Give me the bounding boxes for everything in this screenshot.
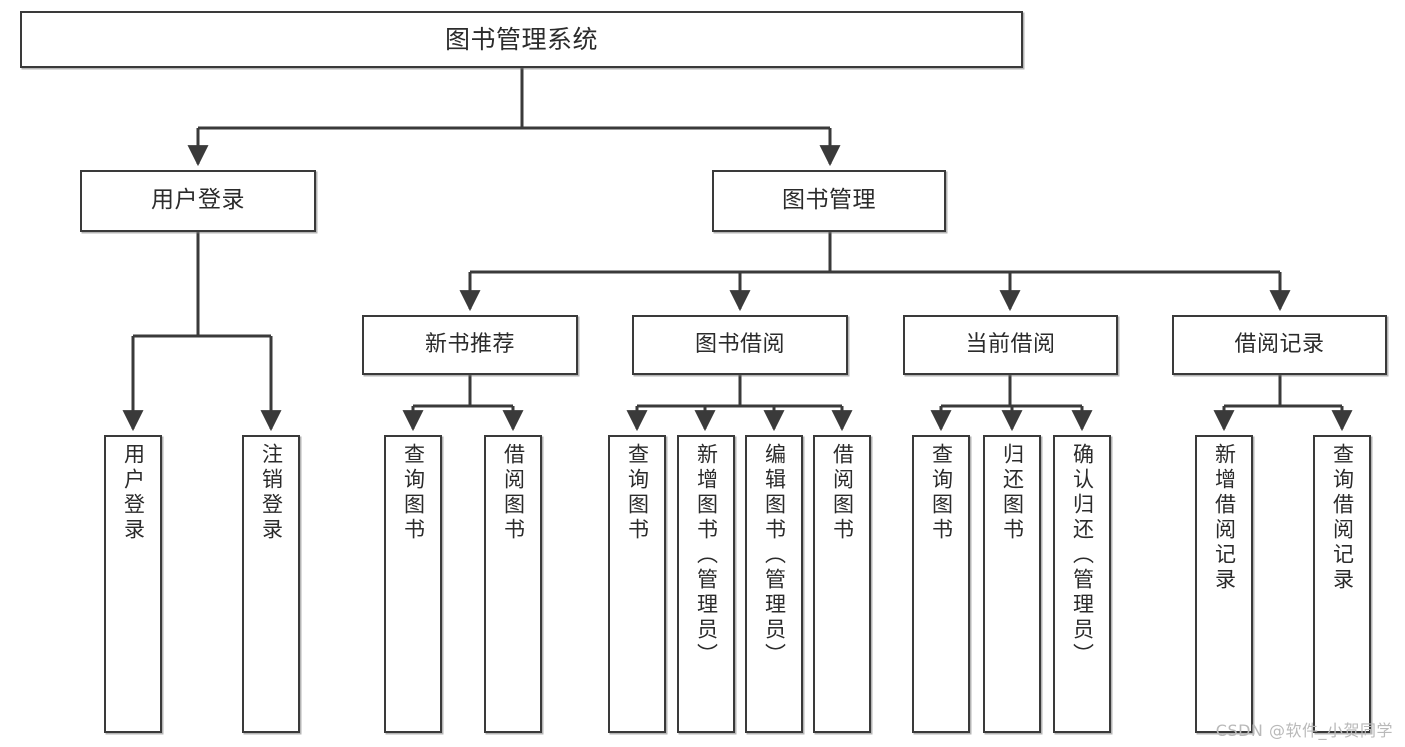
leaf-borrow-record-add-label: 新增借阅记录 xyxy=(1212,443,1237,593)
leaf-user-login-logout[interactable]: 注销登录 xyxy=(242,435,300,733)
leaf-book-borrow-query[interactable]: 查询图书 xyxy=(608,435,666,733)
leaf-new-book-query[interactable]: 查询图书 xyxy=(384,435,442,733)
leaf-book-borrow-edit[interactable]: 编辑图书（管理员） xyxy=(745,435,803,733)
leaf-user-login-login[interactable]: 用户登录 xyxy=(104,435,162,733)
leaf-book-borrow-add-label: 新增图书（管理员） xyxy=(694,443,719,668)
leaf-borrow-record-query-label: 查询借阅记录 xyxy=(1330,443,1355,593)
node-borrow-record[interactable]: 借阅记录 xyxy=(1172,315,1387,375)
node-root-label: 图书管理系统 xyxy=(444,24,598,54)
leaf-user-login-logout-label: 注销登录 xyxy=(259,443,284,543)
csdn-watermark: CSDN @软件_小贺同学 xyxy=(1215,721,1393,740)
leaf-borrow-record-query[interactable]: 查询借阅记录 xyxy=(1313,435,1371,733)
leaf-borrow-record-add[interactable]: 新增借阅记录 xyxy=(1195,435,1253,733)
node-book-borrow[interactable]: 图书借阅 xyxy=(632,315,848,375)
node-book-management[interactable]: 图书管理 xyxy=(712,170,946,232)
leaf-new-book-query-label: 查询图书 xyxy=(401,443,426,543)
leaf-book-borrow-edit-label: 编辑图书（管理员） xyxy=(762,443,787,668)
node-book-management-label: 图书管理 xyxy=(782,187,876,214)
leaf-book-borrow-add[interactable]: 新增图书（管理员） xyxy=(677,435,735,733)
node-user-login[interactable]: 用户登录 xyxy=(80,170,316,232)
leaf-current-borrow-query-label: 查询图书 xyxy=(929,443,954,543)
leaf-user-login-login-label: 用户登录 xyxy=(121,443,146,543)
node-current-borrow-label: 当前借阅 xyxy=(965,331,1056,357)
leaf-current-borrow-return[interactable]: 归还图书 xyxy=(983,435,1041,733)
leaf-current-borrow-query[interactable]: 查询图书 xyxy=(912,435,970,733)
leaf-new-book-borrow[interactable]: 借阅图书 xyxy=(484,435,542,733)
leaf-current-borrow-confirm-label: 确认归还（管理员） xyxy=(1070,443,1095,668)
leaf-current-borrow-confirm[interactable]: 确认归还（管理员） xyxy=(1053,435,1111,733)
leaf-new-book-borrow-label: 借阅图书 xyxy=(501,443,526,543)
node-current-borrow[interactable]: 当前借阅 xyxy=(903,315,1118,375)
node-new-book-recommend-label: 新书推荐 xyxy=(424,331,515,357)
leaf-current-borrow-return-label: 归还图书 xyxy=(1000,443,1025,543)
leaf-book-borrow-query-label: 查询图书 xyxy=(625,443,650,543)
node-root[interactable]: 图书管理系统 xyxy=(20,11,1023,68)
leaf-book-borrow-borrow-label: 借阅图书 xyxy=(830,443,855,543)
node-user-login-label: 用户登录 xyxy=(151,187,245,214)
node-book-borrow-label: 图书借阅 xyxy=(694,331,785,357)
leaf-book-borrow-borrow[interactable]: 借阅图书 xyxy=(813,435,871,733)
node-borrow-record-label: 借阅记录 xyxy=(1234,331,1325,357)
node-new-book-recommend[interactable]: 新书推荐 xyxy=(362,315,578,375)
